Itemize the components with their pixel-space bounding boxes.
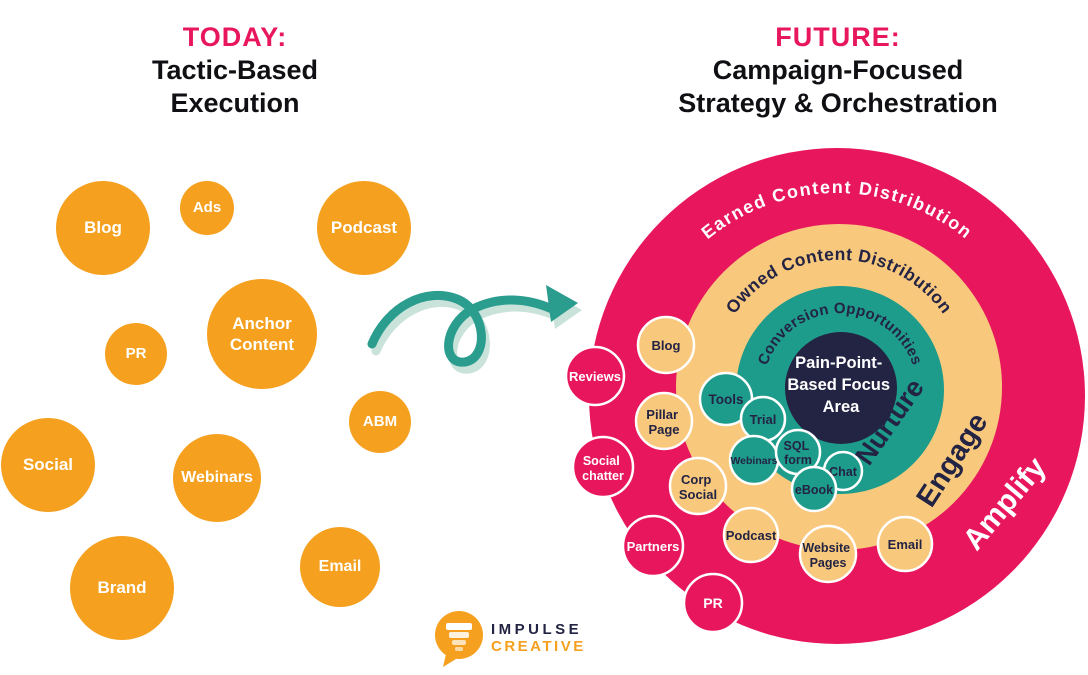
svg-text:Corp Social: Corp Social — [679, 472, 717, 502]
svg-text:Reviews: Reviews — [569, 369, 621, 384]
today-bubble-email: Email — [300, 527, 380, 607]
node-corp-social: Corp Social — [668, 456, 728, 516]
svg-text:Chat: Chat — [829, 465, 858, 479]
node-blog: Blog — [636, 315, 696, 375]
svg-text:SQL form: SQL form — [784, 439, 813, 467]
svg-text:eBook: eBook — [795, 483, 833, 497]
node-webinars: Webinars — [728, 434, 780, 486]
today-subheading-line2: Execution — [170, 88, 300, 118]
today-bubble-social: Social — [1, 418, 95, 512]
node-trial: Trial — [739, 395, 787, 443]
today-bubble-webinars: Webinars — [173, 434, 261, 522]
today-bubble-ads: Ads — [180, 181, 234, 235]
node-pillar-page: Pillar Page — [634, 391, 694, 451]
today-bubble-blog: Blog — [56, 181, 150, 275]
node-podcast: Podcast — [722, 506, 780, 564]
svg-text:Pillar Page: Pillar Page — [646, 407, 681, 437]
logo-line1: IMPULSE — [491, 621, 583, 638]
today-heading-accent: TODAY: — [182, 22, 288, 52]
today-subheading-line1: Tactic-Based — [151, 55, 319, 85]
svg-text:PR: PR — [703, 595, 722, 611]
today-bubble-brand: Brand — [70, 536, 174, 640]
future-heading-accent: FUTURE: — [775, 22, 901, 52]
loop-arrow-icon — [367, 285, 582, 374]
node-ebook: eBook — [790, 465, 838, 513]
node-tools: Tools — [698, 371, 754, 427]
node-pr: PR — [682, 572, 744, 634]
future-rings-diagram: Earned Content Distribution Owned Conten… — [564, 148, 1085, 644]
svg-text:Podcast: Podcast — [726, 528, 777, 543]
logo-line2: CREATIVE — [491, 638, 586, 655]
svg-text:Trial: Trial — [750, 412, 777, 427]
node-reviews: Reviews — [564, 345, 626, 407]
today-heading: TODAY: Tactic-Based Execution — [40, 20, 430, 120]
node-sql-form: SQL form — [774, 428, 822, 476]
funnel-speech-bubble-icon — [435, 611, 483, 667]
svg-text:Email: Email — [888, 537, 923, 552]
node-social-chatter: Social chatter — [571, 435, 635, 499]
future-subheading-line2: Strategy & Orchestration — [678, 88, 998, 118]
logo-wordmark: IMPULSE CREATIVE — [491, 621, 586, 655]
svg-text:Webinars: Webinars — [730, 455, 777, 467]
core-label: Pain-Point- Based Focus Area — [787, 354, 894, 416]
today-bubble-anchor-content: Anchor Content — [207, 279, 317, 389]
future-subheading-line1: Campaign-Focused — [712, 55, 964, 85]
svg-text:Partners: Partners — [627, 539, 680, 554]
node-email: Email — [876, 515, 934, 573]
future-heading: FUTURE: Campaign-Focused Strategy & Orch… — [618, 20, 1058, 120]
today-bubble-podcast: Podcast — [317, 181, 411, 275]
ring-core — [785, 332, 897, 444]
today-bubble-pr: PR — [105, 323, 167, 385]
svg-text:Social chatter: Social chatter — [582, 454, 624, 483]
node-partners: Partners — [621, 514, 685, 578]
node-website-pages: Website Pages — [798, 524, 858, 584]
svg-text:Tools: Tools — [709, 392, 744, 407]
today-bubble-abm: ABM — [349, 391, 411, 453]
svg-text:Blog: Blog — [652, 338, 681, 353]
svg-text:Website Pages: Website Pages — [802, 541, 853, 570]
